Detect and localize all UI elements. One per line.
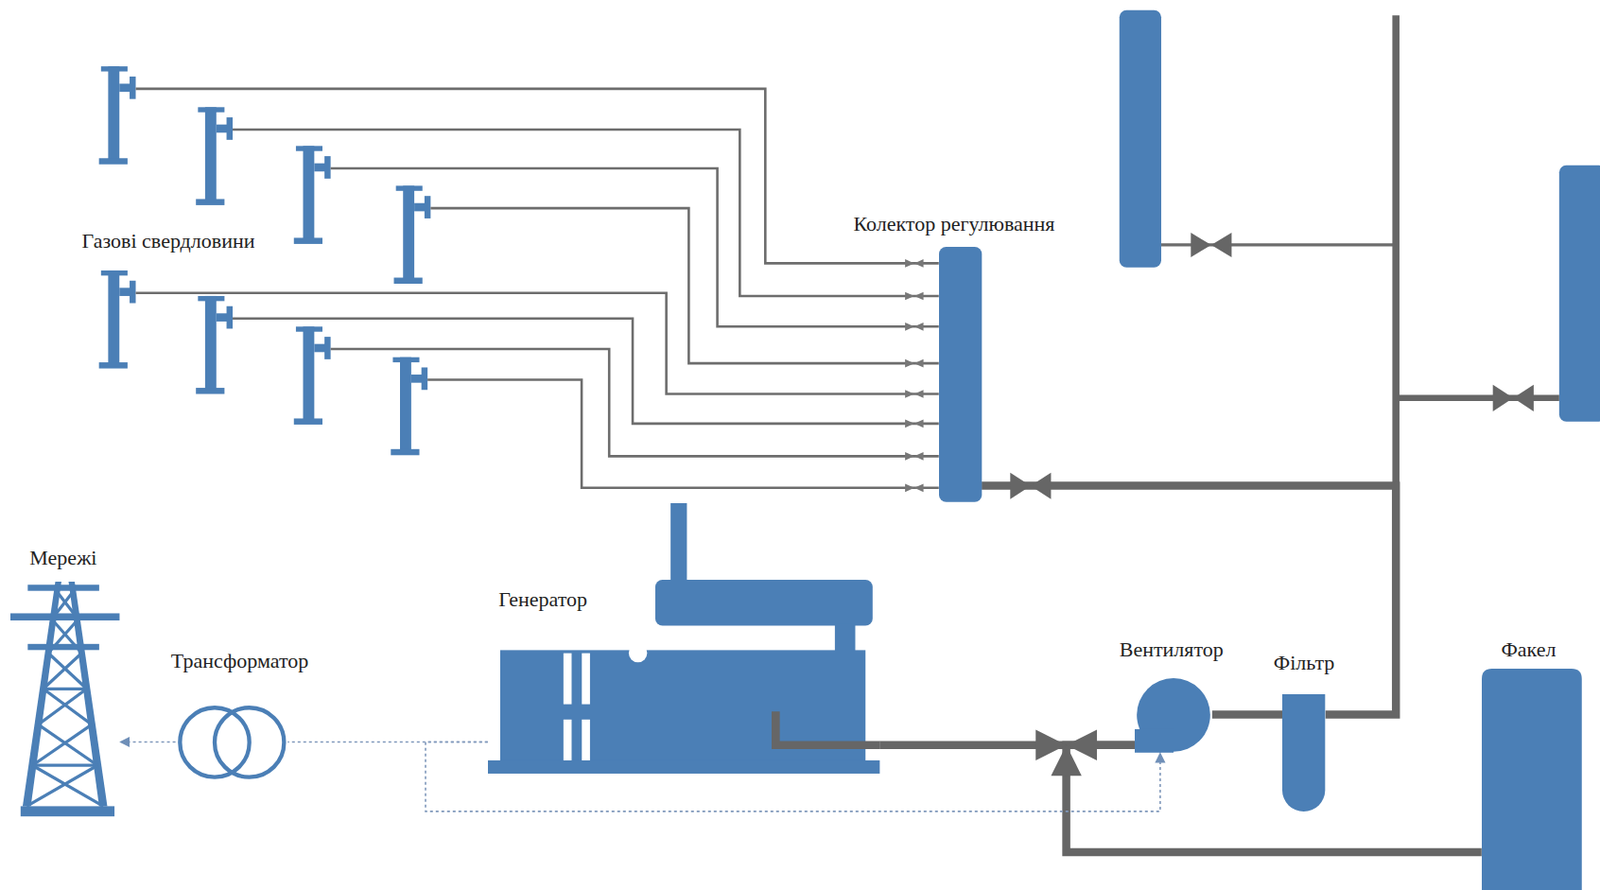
transformer-symbol: Трансформатор <box>175 704 289 781</box>
transformer-symbol-outline <box>175 704 289 781</box>
component-label: Фільтр <box>1273 651 1336 676</box>
power-line <box>119 741 175 744</box>
component-label: Колектор регулювання <box>852 212 1055 237</box>
component-label: Генератор <box>498 588 588 612</box>
component-label: Вентилятор <box>1119 638 1224 662</box>
collector-manifold: Колектор регулювання <box>939 246 982 503</box>
storage-tank <box>1559 165 1600 422</box>
gas-pipe <box>981 486 1396 715</box>
well-lines <box>136 88 940 488</box>
flare-stack-outline <box>1481 668 1583 890</box>
flare-stack: Факел <box>1481 668 1583 890</box>
branch-pipe <box>1395 395 1560 401</box>
collector-manifold-outline <box>939 246 982 503</box>
storage-tank <box>1119 10 1162 268</box>
component-label: Трансформатор <box>171 649 309 674</box>
generator-unit-outline <box>487 503 880 774</box>
generator-unit: Генератор <box>487 503 880 774</box>
gas-pipe <box>1212 710 1284 719</box>
power-tower: Мережі <box>10 581 120 817</box>
group-label: Газові свердловини <box>82 228 256 253</box>
fan-symbol-outline <box>1134 678 1213 753</box>
check-valves <box>904 259 923 492</box>
gas-pipe <box>1066 745 1482 853</box>
component-label: Факел <box>1500 638 1556 662</box>
component-label: Мережі <box>29 546 97 571</box>
filter-vessel: Фільтр <box>1282 694 1325 812</box>
gas-wells <box>99 66 432 455</box>
power-tower-outline <box>10 581 120 817</box>
filter-vessel-outline <box>1282 694 1325 812</box>
main-pipe <box>1391 15 1400 490</box>
fan-symbol: Вентилятор <box>1134 678 1213 753</box>
